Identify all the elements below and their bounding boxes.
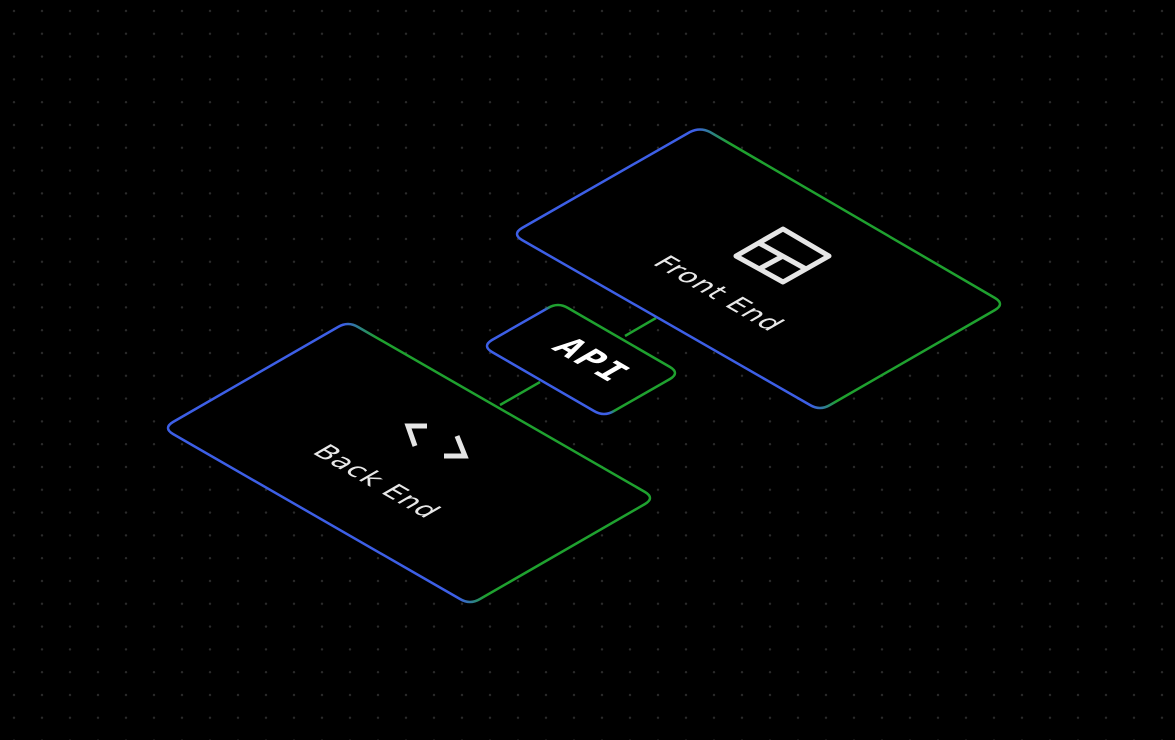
connector-back-end-to-api (499, 380, 541, 407)
api-node[interactable]: API (485, 303, 677, 416)
layout-icon (733, 226, 832, 285)
code-brackets-icon (404, 423, 469, 459)
connector-api-to-front-end (624, 316, 657, 338)
back-end-node[interactable]: Back End (166, 322, 652, 604)
back-end-plate (166, 322, 652, 604)
api-plate (485, 303, 677, 416)
front-end-node[interactable]: Front End (515, 128, 1002, 410)
